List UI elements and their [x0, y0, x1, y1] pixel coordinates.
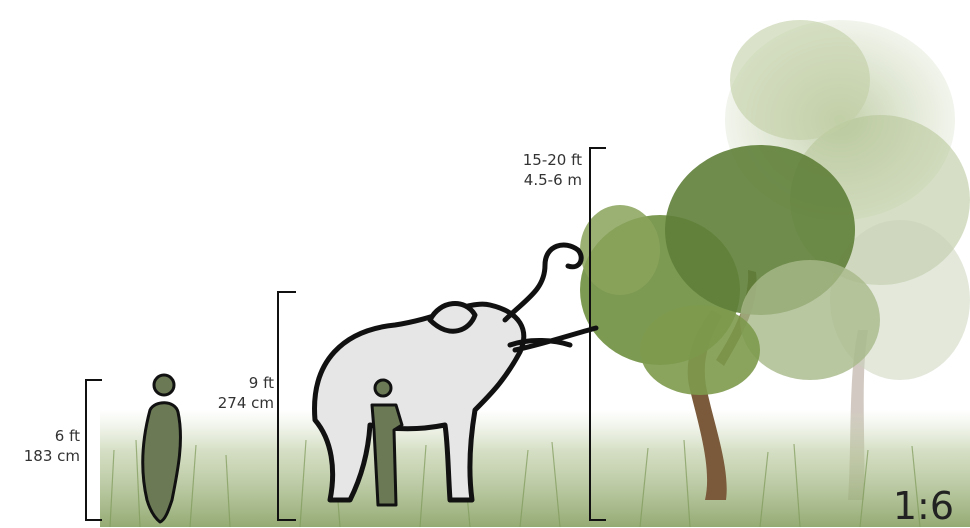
- person-height-label: 6 ft 183 cm: [24, 426, 80, 466]
- elephant-height-metric: 274 cm: [218, 393, 274, 413]
- elephant-height-imperial: 9 ft: [218, 373, 274, 393]
- tree-height-metric: 4.5-6 m: [523, 170, 582, 190]
- scale-ratio-label: 1:6: [893, 487, 954, 525]
- elephant-height-label: 9 ft 274 cm: [218, 373, 274, 413]
- tree-height-imperial: 15-20 ft: [523, 150, 582, 170]
- grass: [100, 410, 970, 527]
- person-height-bracket: [86, 380, 102, 520]
- tree-height-label: 15-20 ft 4.5-6 m: [523, 150, 582, 190]
- person-height-imperial: 6 ft: [24, 426, 80, 446]
- person-height-metric: 183 cm: [24, 446, 80, 466]
